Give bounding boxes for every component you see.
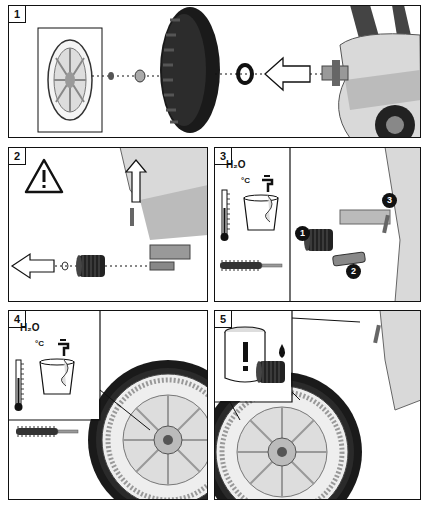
inset-border bbox=[8, 310, 100, 420]
wheel bbox=[160, 7, 220, 133]
pin bbox=[382, 215, 390, 233]
spacer-ring bbox=[238, 65, 252, 83]
leader-line bbox=[292, 392, 300, 400]
axle bbox=[150, 262, 174, 270]
cleaning-wheel-illustration bbox=[8, 310, 208, 500]
symbol-label: H₂O bbox=[226, 159, 245, 170]
mower-body bbox=[120, 147, 208, 259]
step-panel: 1 bbox=[8, 5, 421, 138]
callout-number: 2 bbox=[346, 264, 361, 279]
inset-background bbox=[215, 311, 291, 401]
oil-drop bbox=[279, 344, 285, 358]
callout-number: 1 bbox=[295, 226, 310, 241]
inset-background bbox=[9, 311, 99, 419]
axle-line bbox=[92, 76, 170, 77]
water-bucket bbox=[40, 340, 74, 394]
brush-roller bbox=[256, 361, 285, 383]
step-panel: 3123 bbox=[214, 147, 421, 302]
direction-arrow bbox=[12, 254, 54, 278]
thermometer bbox=[221, 190, 231, 241]
cleaning-brush bbox=[220, 260, 282, 271]
inset-border bbox=[214, 310, 292, 402]
hubcap-inset bbox=[38, 28, 102, 132]
step-panel: 2 bbox=[8, 147, 208, 302]
mower-body bbox=[340, 147, 421, 302]
step-panel: 5 bbox=[214, 310, 421, 500]
cleaning-brush bbox=[16, 426, 78, 437]
warning-triangle bbox=[26, 160, 62, 192]
lubrication-illustration bbox=[214, 310, 421, 500]
pin bbox=[130, 208, 134, 226]
cleaning-parts-illustration bbox=[220, 147, 421, 302]
thermometer bbox=[15, 360, 25, 411]
wheel bbox=[88, 360, 208, 500]
callout-circle: 1 bbox=[295, 226, 310, 241]
inset-border bbox=[289, 147, 290, 302]
wheel-removal-illustration bbox=[38, 5, 421, 138]
direction-arrow bbox=[265, 58, 310, 90]
leader-line bbox=[292, 318, 360, 322]
mower-body bbox=[322, 5, 421, 138]
washer bbox=[62, 262, 68, 270]
symbol-label: °C bbox=[35, 339, 44, 348]
symbol-label: H₂O bbox=[20, 322, 39, 333]
callout-circle: 2 bbox=[346, 264, 361, 279]
leader-line bbox=[230, 402, 240, 420]
step-number: 2 bbox=[9, 148, 26, 165]
brush-roller bbox=[76, 255, 105, 277]
step-number: 1 bbox=[9, 6, 26, 23]
roller-removal-illustration bbox=[12, 147, 208, 278]
symbol-label: °C bbox=[241, 176, 250, 185]
hubcap bbox=[48, 40, 92, 120]
callout-circle: 3 bbox=[382, 193, 397, 208]
step-number: 5 bbox=[215, 311, 232, 328]
callout-number: 3 bbox=[382, 193, 397, 208]
washer bbox=[135, 70, 145, 82]
leader-line bbox=[100, 390, 150, 430]
nut bbox=[108, 72, 114, 80]
step-panel: 4 bbox=[8, 310, 208, 500]
up-arrow bbox=[126, 160, 146, 202]
mower-body bbox=[373, 310, 421, 410]
